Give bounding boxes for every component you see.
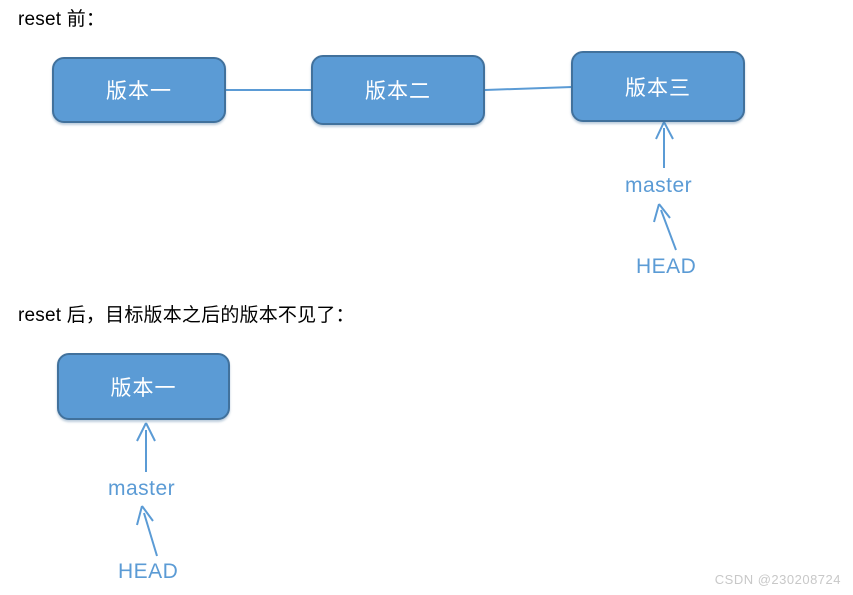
commit-node-v2-before[interactable]: 版本二: [311, 55, 485, 125]
arrow-master-to-v1: [136, 422, 156, 472]
head-ref-before: HEAD: [636, 255, 697, 278]
branch-ref-master-before: master: [625, 174, 693, 197]
commit-node-v3-before[interactable]: 版本三: [571, 51, 745, 122]
connector-v2-v3: [484, 86, 573, 91]
commit-node-label: 版本三: [625, 76, 691, 100]
commit-node-label: 版本一: [110, 376, 177, 400]
arrow-master-to-v3: [655, 121, 674, 168]
commit-node-label: 版本一: [106, 80, 172, 103]
csdn-watermark: CSDN @230208724: [714, 572, 841, 587]
arrow-head-to-master-after: [136, 505, 158, 557]
caption-before-reset: reset 前：: [18, 9, 106, 30]
caption-after-reset: reset 后，目标版本之后的版本不见了：: [18, 305, 355, 326]
arrow-head-to-master: [653, 203, 677, 251]
branch-ref-master-after: master: [108, 477, 176, 500]
commit-node-v1-before[interactable]: 版本一: [52, 57, 226, 123]
head-ref-after: HEAD: [118, 560, 179, 583]
commit-node-v1-after[interactable]: 版本一: [57, 353, 230, 420]
commit-node-label: 版本二: [365, 80, 431, 103]
